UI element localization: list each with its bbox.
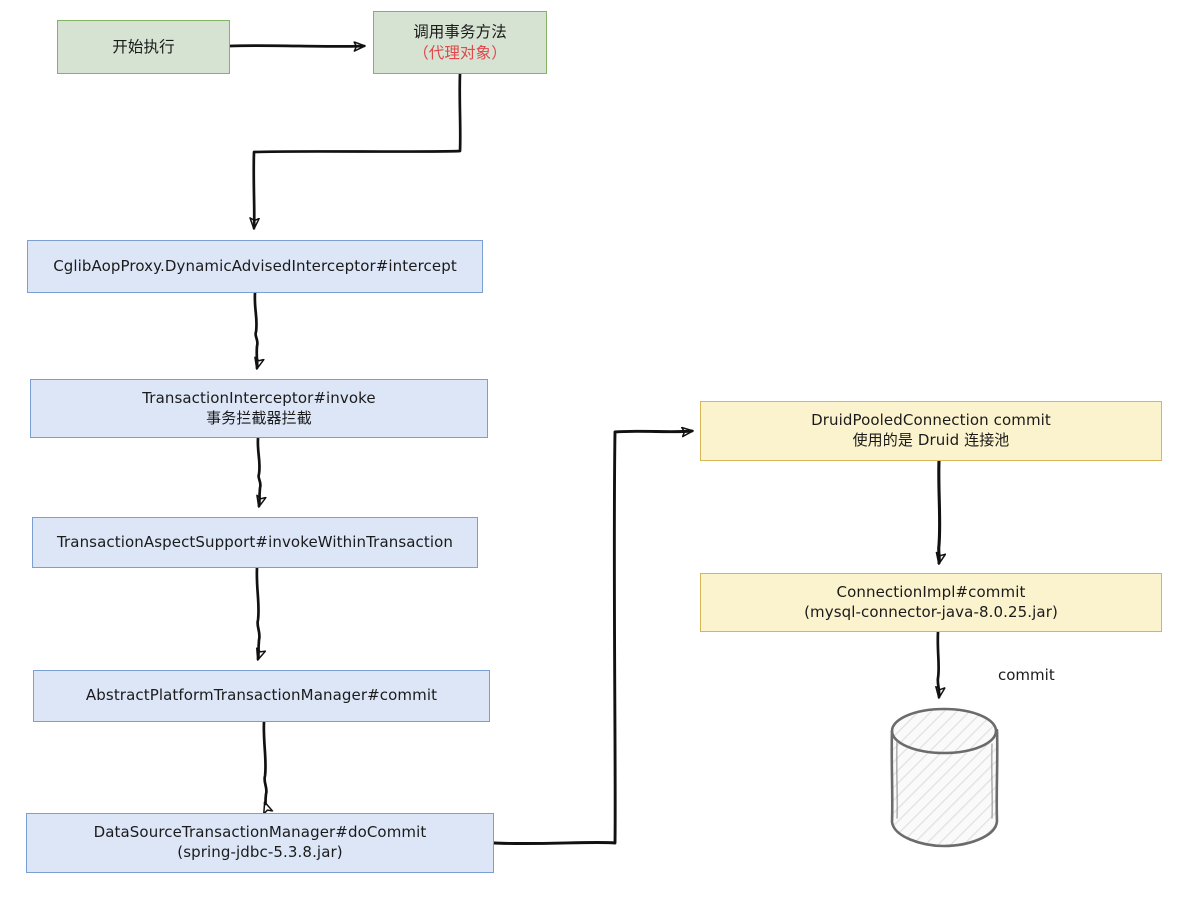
- node-transaction-interceptor-sublabel: 事务拦截器拦截: [206, 408, 312, 427]
- node-abstract-platform-transaction-manager[interactable]: AbstractPlatformTransactionManager#commi…: [33, 670, 490, 722]
- node-datasource-transaction-manager[interactable]: DataSourceTransactionManager#doCommit (s…: [26, 813, 494, 873]
- edge-cglib-to-interceptor: [253, 291, 258, 368]
- edge-interceptor-to-aspect: [258, 436, 261, 506]
- node-abstract-platform-transaction-manager-label: AbstractPlatformTransactionManager#commi…: [85, 686, 438, 705]
- node-datasource-transaction-manager-sublabel: (spring-jdbc-5.3.8.jar): [177, 843, 343, 861]
- node-datasource-transaction-manager-label: DataSourceTransactionManager#doCommit: [93, 823, 427, 842]
- node-start[interactable]: 开始执行: [57, 20, 230, 74]
- node-transaction-aspect-support-label: TransactionAspectSupport#invokeWithinTra…: [56, 532, 454, 551]
- node-druid-pooled-connection-label: DruidPooledConnection commit: [811, 411, 1051, 430]
- node-cglib-intercept-label: CglibAopProxy.DynamicAdvisedInterceptor#…: [53, 256, 457, 275]
- node-druid-pooled-connection-sublabel: 使用的是 Druid 连接池: [852, 431, 1010, 449]
- node-connection-impl-label: ConnectionImpl#commit: [836, 582, 1026, 601]
- edge-label-commit: commit: [998, 666, 1055, 684]
- edge-connectionimpl-to-database: [938, 630, 939, 697]
- edge-start-to-invoke: [228, 46, 364, 47]
- node-invoke-tx-method-sublabel: （代理对象）: [413, 43, 507, 62]
- node-transaction-interceptor[interactable]: TransactionInterceptor#invoke 事务拦截器拦截: [30, 379, 488, 438]
- edge-invoke-to-cglib: [254, 72, 462, 228]
- node-start-label: 开始执行: [112, 37, 175, 56]
- node-connection-impl[interactable]: ConnectionImpl#commit (mysql-connector-j…: [700, 573, 1162, 632]
- node-transaction-interceptor-label: TransactionInterceptor#invoke: [142, 388, 376, 407]
- database-cylinder-shape: [890, 707, 999, 848]
- node-druid-pooled-connection[interactable]: DruidPooledConnection commit 使用的是 Druid …: [700, 401, 1162, 461]
- edge-dstm-to-druid: [492, 431, 692, 846]
- node-cglib-intercept[interactable]: CglibAopProxy.DynamicAdvisedInterceptor#…: [27, 240, 483, 293]
- node-connection-impl-sublabel: (mysql-connector-java-8.0.25.jar): [804, 602, 1058, 621]
- edge-label-commit-text: commit: [998, 666, 1055, 684]
- node-invoke-tx-method-label: 调用事务方法: [413, 23, 507, 42]
- edge-abstractptm-to-dstm: [262, 720, 267, 804]
- edge-aspect-to-abstractptm: [255, 566, 260, 659]
- edge-druid-to-connectionimpl: [939, 459, 940, 563]
- node-invoke-tx-method[interactable]: 调用事务方法 （代理对象）: [373, 11, 547, 74]
- node-transaction-aspect-support[interactable]: TransactionAspectSupport#invokeWithinTra…: [32, 517, 478, 568]
